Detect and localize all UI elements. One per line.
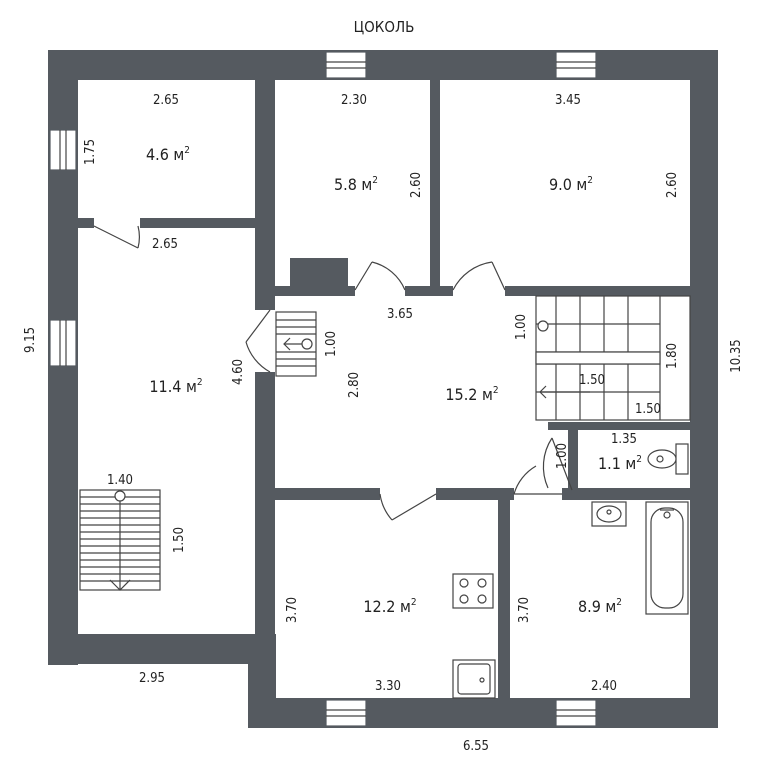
door-kitchen [379,493,437,521]
dim-hall-width: 3.65 [387,307,413,322]
area-storage-left: 4.6 м2 [146,145,190,164]
dim-left-room-width: 2.65 [152,237,178,252]
door-wc [542,437,573,491]
dim-overall-right: 10.35 [729,339,744,372]
area-kitchen: 12.2 м2 [363,597,416,616]
window-bottom-bath [555,699,597,727]
windows [49,51,597,727]
dim-overall-bottom-right: 6.55 [463,739,489,754]
door-mid-top [354,261,406,291]
dim-mid-top-height: 2.60 [409,172,424,198]
dim-left-room-height: 4.60 [231,359,246,385]
door-right-top [452,261,506,291]
room-areas: 4.6 м2 5.8 м2 9.0 м2 11.4 м2 15.2 м2 1.1… [146,145,642,616]
dim-mid-top-width: 2.30 [341,93,367,108]
dim-storage-width: 2.65 [153,93,179,108]
kitchen-sink [452,659,496,699]
bathtub [645,501,689,615]
stair-left [79,489,161,591]
doors [93,225,573,521]
dim-stair-right-length: 1.80 [665,343,680,369]
chimney [290,258,348,288]
window-left-mid [49,319,77,367]
area-bathroom: 8.9 м2 [578,597,622,616]
area-room-right-top: 9.0 м2 [549,175,593,194]
toilet [647,443,689,475]
door-left-room [245,309,271,373]
window-top-mid [325,51,367,79]
dim-stair-hall-small: 1.00 [324,331,339,357]
dim-bath-width: 2.40 [591,679,617,694]
window-bottom-kitchen [325,699,367,727]
dim-right-top-width: 3.45 [555,93,581,108]
area-wc: 1.1 м2 [598,454,642,473]
dim-kitchen-width: 3.30 [375,679,401,694]
stair-hall-small [275,311,317,377]
plan-title: ЦОКОЛЬ [354,18,415,36]
dim-right-top-height: 2.60 [665,172,680,198]
area-room-left: 11.4 м2 [149,377,202,396]
dim-overall-bottom-left: 2.95 [139,671,165,686]
dim-stair-left-length: 1.50 [172,527,187,553]
dim-stair-right-flight-a: 1.50 [579,373,605,388]
dim-overall-left: 9.15 [23,327,38,353]
dim-wc-width: 1.35 [611,432,637,447]
stove [452,573,494,609]
door-storage [93,225,140,249]
washbasin [591,501,627,527]
door-bath [513,465,562,495]
window-left-top [49,129,77,171]
area-hall: 15.2 м2 [445,385,498,404]
area-room-mid-top: 5.8 м2 [334,175,378,194]
stair-right [535,295,691,421]
dim-stair-left-width: 1.40 [107,473,133,488]
dim-kitchen-height: 3.70 [285,597,300,623]
dim-storage-height: 1.75 [83,139,98,165]
window-top-right [555,51,597,79]
dim-stair-right-landing: 1.00 [514,314,529,340]
dimensions: 2.65 1.75 2.30 2.60 3.45 2.60 2.65 4.60 … [23,93,744,754]
dim-wc-height: 1.00 [555,443,570,469]
dim-stair-right-flight-b: 1.50 [635,402,661,417]
dim-bath-height: 3.70 [517,597,532,623]
dim-hall-height: 2.80 [347,372,362,398]
